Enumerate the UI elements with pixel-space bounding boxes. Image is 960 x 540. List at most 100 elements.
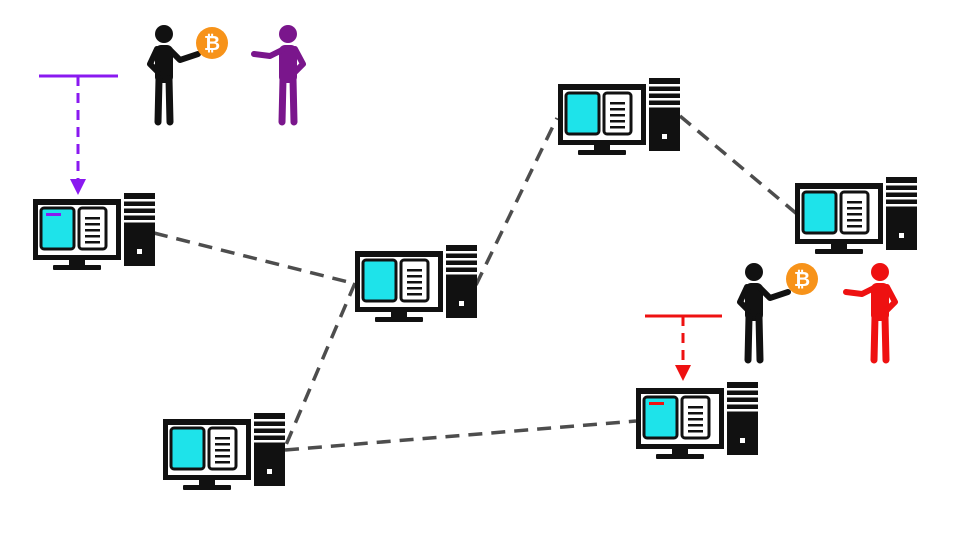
document-line <box>688 424 703 427</box>
monitor-neck <box>391 312 407 317</box>
tower-slot <box>649 105 680 108</box>
document-line <box>847 219 862 222</box>
person-arm-back <box>737 284 751 313</box>
document-line <box>215 437 230 440</box>
screen-window <box>642 395 679 440</box>
person-leg-right <box>289 75 298 126</box>
monitor-base <box>578 150 626 155</box>
document-line <box>407 275 422 278</box>
tower-slot <box>446 265 477 268</box>
person-head <box>871 263 889 281</box>
tower-slot <box>124 213 155 216</box>
tower-slot <box>727 388 758 391</box>
tower-slot <box>446 258 477 261</box>
screen-mark-red <box>649 402 664 405</box>
document-line <box>847 207 862 210</box>
monitor-neck <box>831 244 847 249</box>
link-node-top-node-right <box>678 114 799 216</box>
tower-case <box>446 245 477 318</box>
person-arm-hip <box>292 46 306 75</box>
screen-window <box>361 258 398 303</box>
person-head <box>279 25 297 43</box>
document-line <box>610 126 625 129</box>
link-node-left-node-center <box>153 231 353 285</box>
node-top-computer-icon <box>558 78 680 155</box>
document-line <box>688 418 703 421</box>
nodes-layer <box>33 78 917 490</box>
document-line <box>215 461 230 464</box>
tower-power-button <box>899 233 904 238</box>
person-arm-back <box>147 46 161 75</box>
document-line <box>847 213 862 216</box>
person-leg-right <box>881 313 890 364</box>
tower-case <box>649 78 680 151</box>
payer-person-icon-purple <box>147 25 201 126</box>
payee-person-icon-red <box>843 263 898 364</box>
transaction-arrow-purple <box>70 76 86 195</box>
document-line <box>407 287 422 290</box>
arrow-head <box>70 179 86 195</box>
tower-power-button <box>137 249 142 254</box>
tower-slot <box>254 433 285 436</box>
tower-slot <box>727 395 758 398</box>
tower-slot <box>727 402 758 405</box>
bitcoin-coin-icon-red: ₿ <box>786 263 818 295</box>
tower-case <box>886 177 917 250</box>
tower-slot <box>727 409 758 412</box>
monitor-base <box>656 454 704 459</box>
document-line <box>85 217 100 220</box>
document-line <box>407 269 422 272</box>
payer-person-icon-red <box>737 263 791 364</box>
tower-slot <box>124 206 155 209</box>
document-line <box>215 449 230 452</box>
node-right-computer-icon <box>795 177 917 254</box>
screen-window <box>169 426 206 471</box>
tower-case <box>254 413 285 486</box>
transaction-purple: ₿ <box>39 25 306 195</box>
monitor-neck <box>672 449 688 454</box>
arrow-head <box>675 365 691 381</box>
tower-case <box>727 382 758 455</box>
document-line <box>85 241 100 244</box>
person-arm-reaching <box>843 285 877 297</box>
tower-slot <box>446 272 477 275</box>
person-head <box>155 25 173 43</box>
tower-slot <box>254 419 285 422</box>
monitor-base <box>375 317 423 322</box>
document-line <box>215 443 230 446</box>
tower-slot <box>124 220 155 223</box>
document-line <box>688 406 703 409</box>
transaction-arrow-red <box>675 316 691 381</box>
screen-mark-purple <box>46 213 61 216</box>
node-bottom-computer-icon <box>163 413 285 490</box>
document-line <box>215 455 230 458</box>
document-line <box>85 229 100 232</box>
document-line <box>688 412 703 415</box>
tower-slot <box>886 197 917 200</box>
person-arm-hip <box>884 284 898 313</box>
document-line <box>85 235 100 238</box>
tower-slot <box>124 199 155 202</box>
bitcoin-coin-icon-purple: ₿ <box>196 27 228 59</box>
person-arm-forward <box>757 285 791 301</box>
tower-slot <box>649 98 680 101</box>
tower-slot <box>649 91 680 94</box>
link-node-center-node-bottom <box>281 282 357 453</box>
document-line <box>407 293 422 296</box>
tower-power-button <box>740 438 745 443</box>
coin-disc <box>196 27 228 59</box>
monitor-neck <box>594 145 610 150</box>
person-leg-right <box>755 313 764 364</box>
tower-slot <box>649 84 680 87</box>
payee-person-icon-purple <box>251 25 306 126</box>
coin-disc <box>786 263 818 295</box>
person-arm-reaching <box>251 47 285 59</box>
tower-power-button <box>459 301 464 306</box>
monitor-base <box>815 249 863 254</box>
tower-case <box>124 193 155 266</box>
coin-symbol: ₿ <box>204 31 220 55</box>
tower-slot <box>446 251 477 254</box>
person-leg-left <box>870 313 879 364</box>
transactions-layer: ₿₿ <box>39 25 898 381</box>
